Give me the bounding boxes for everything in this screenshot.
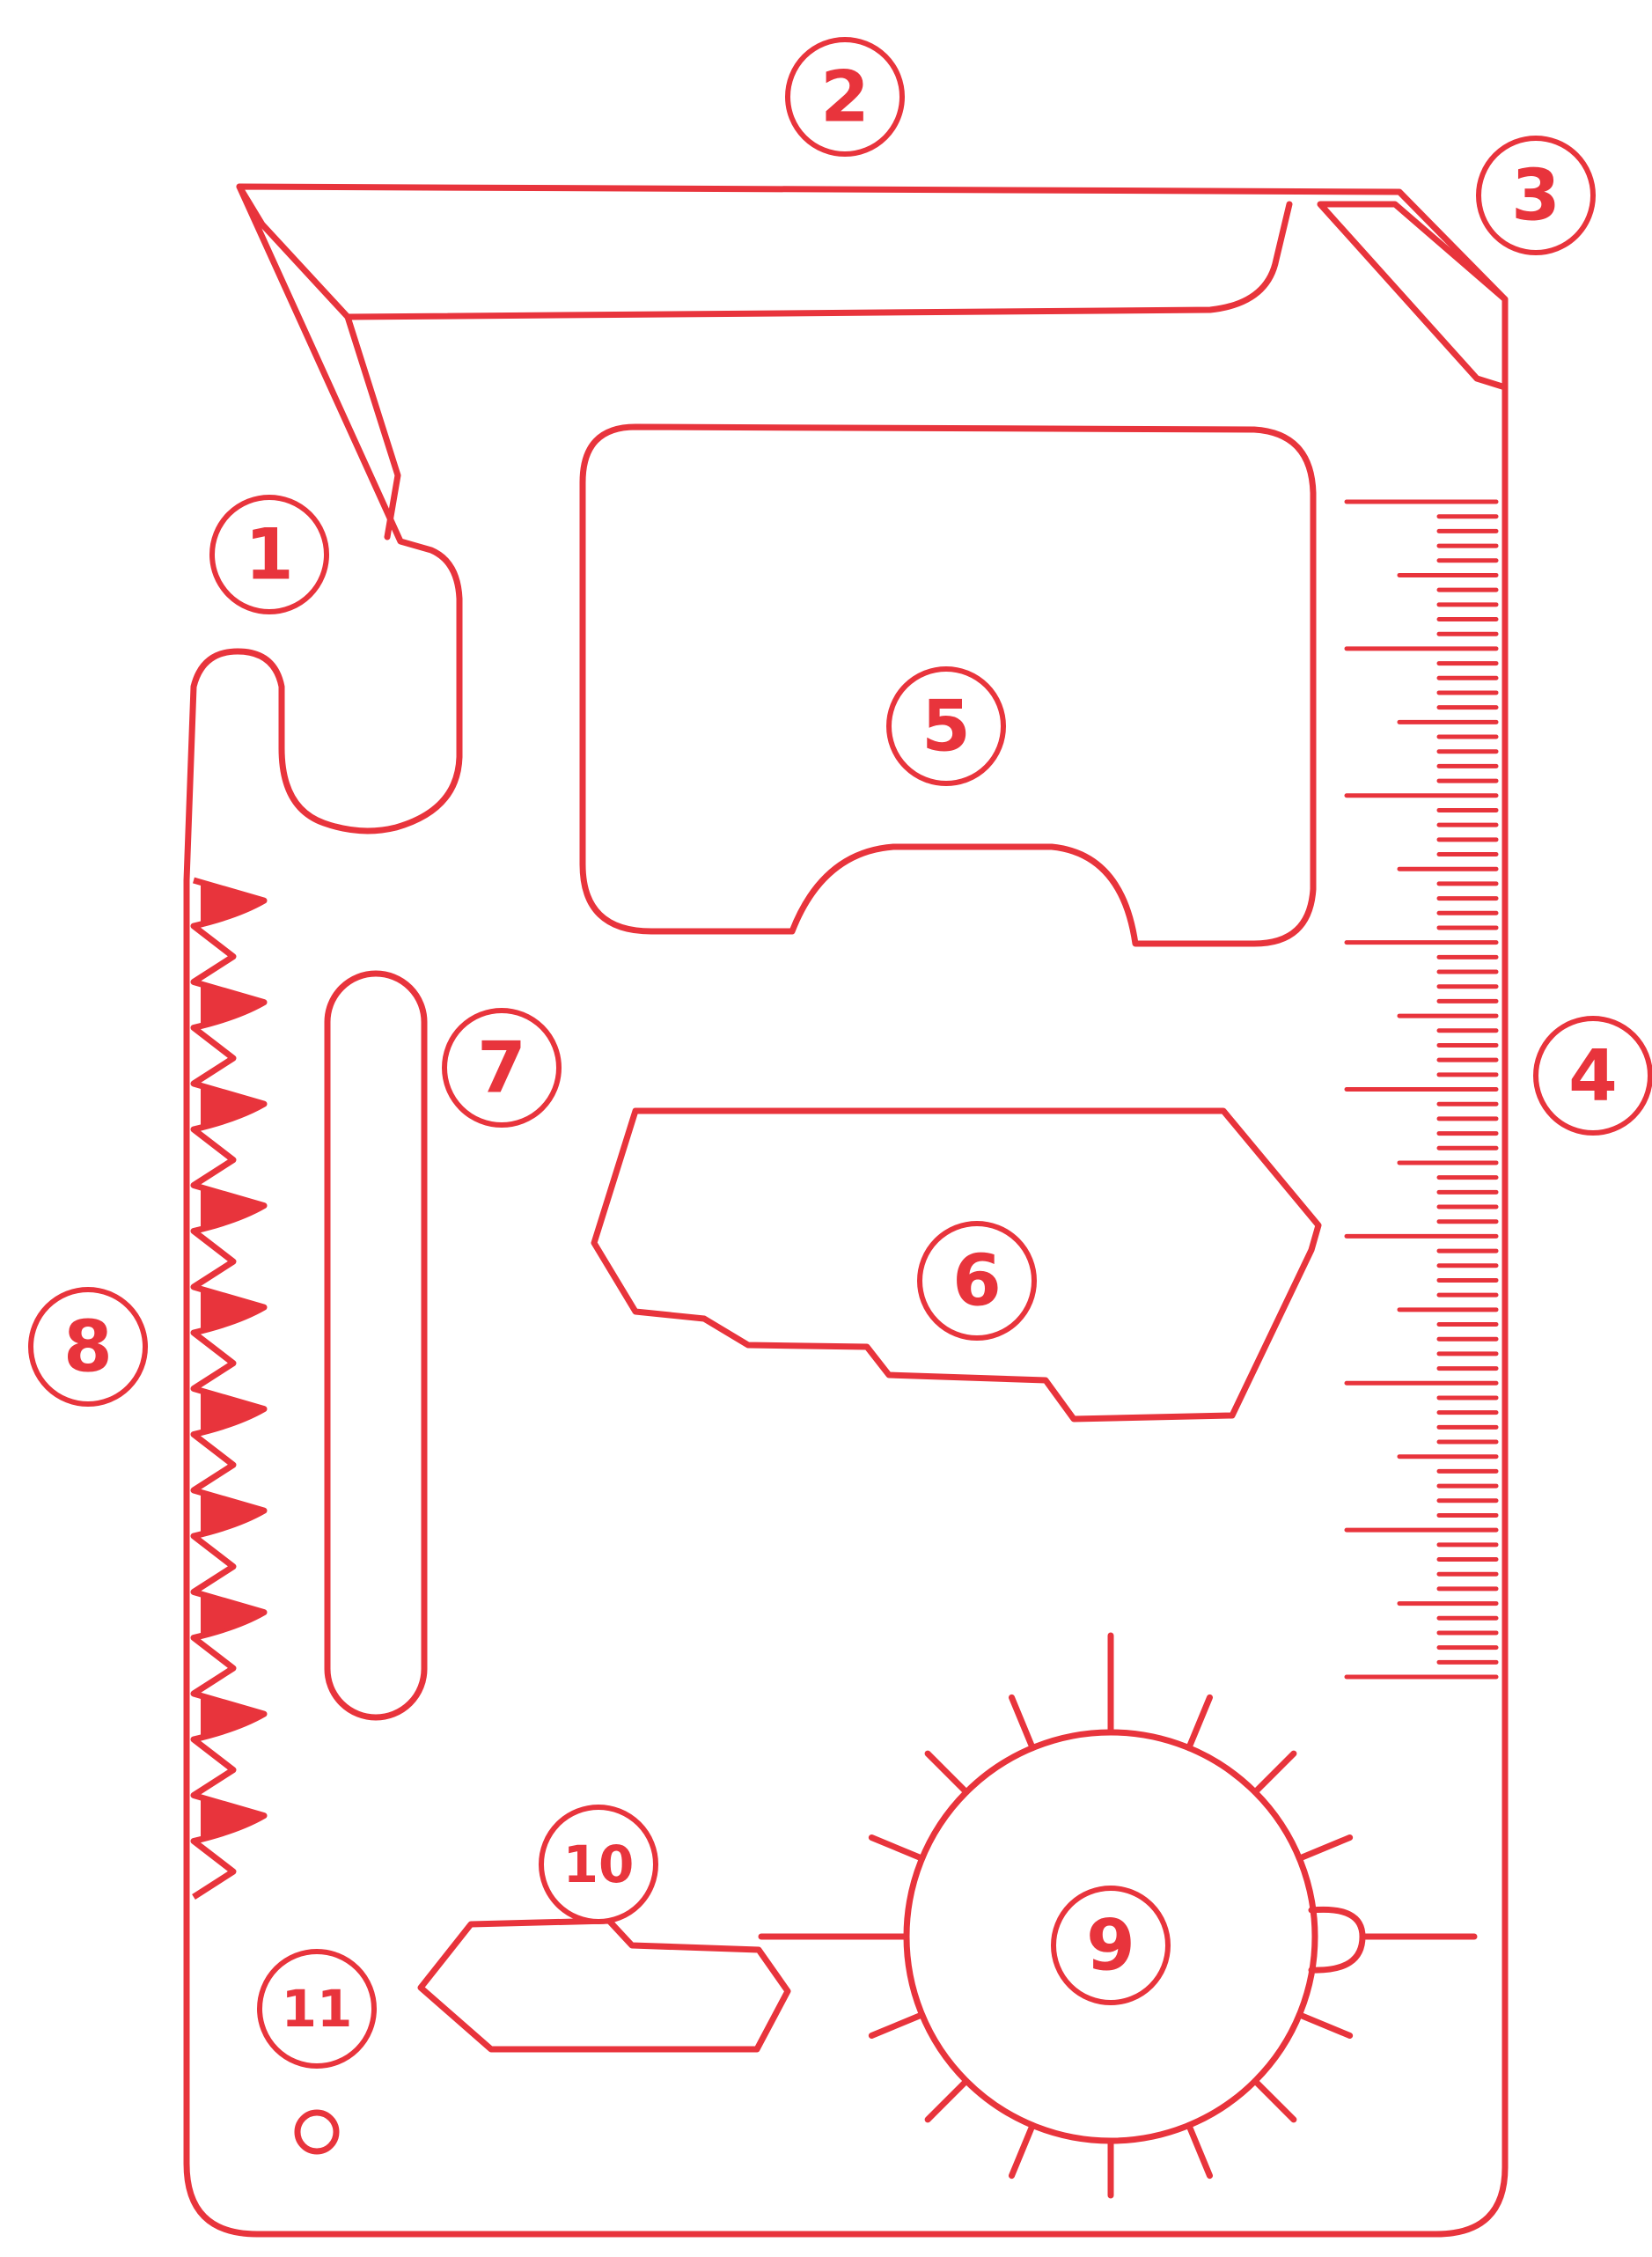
gear-spoke <box>1008 2121 1036 2180</box>
corner-bevel <box>1317 201 1509 391</box>
callout-number-9: 9 <box>1086 1905 1135 1987</box>
direction-gear-pointer <box>758 1906 1478 1974</box>
top-edge-tool <box>344 201 1293 320</box>
saw-tooth <box>201 1698 264 1737</box>
callout-circle-8 <box>28 1287 148 1407</box>
callout-circle-2 <box>785 37 905 157</box>
gear-spoke <box>1252 1750 1297 1796</box>
gear-spoke <box>1296 1834 1354 1862</box>
saw-tooth <box>201 1495 264 1533</box>
saw-tooth <box>201 1800 264 1839</box>
gear-spoke <box>1252 2077 1297 2123</box>
bottle-opener-window <box>579 423 1317 947</box>
saw-tooth <box>201 1393 264 1432</box>
callout-number-8: 8 <box>63 1306 113 1388</box>
saw-tooth <box>201 1190 264 1229</box>
callout-circle-9 <box>1051 1886 1171 2005</box>
lanyard-hole <box>294 2109 340 2155</box>
callout-circle-7 <box>442 1008 562 1128</box>
gear-spoke <box>1186 1694 1214 1752</box>
callout-number-7: 7 <box>477 1027 526 1109</box>
saw-tooth <box>201 987 264 1026</box>
callout-circle-6 <box>917 1221 1037 1341</box>
callout-number-6: 6 <box>952 1240 1002 1322</box>
gear-spoke <box>924 2077 970 2123</box>
callout-number-5: 5 <box>921 686 971 768</box>
gear-spoke <box>1008 1694 1036 1752</box>
gear-spoke <box>924 1750 970 1796</box>
callout-circle-3 <box>1476 136 1596 255</box>
saw-edge <box>190 877 268 1900</box>
blade-window <box>591 1107 1322 1423</box>
saw-teeth-outline <box>190 877 268 1900</box>
callout-number-10: 10 <box>563 1834 635 1894</box>
callout-number-4: 4 <box>1568 1035 1618 1117</box>
callout-circle-11 <box>257 1949 377 2069</box>
callout-number-11: 11 <box>282 1979 353 2039</box>
ruler <box>1344 499 1499 1680</box>
saw-tooth <box>201 1597 264 1636</box>
callout-number-1: 1 <box>245 514 294 596</box>
callout-labels: 1 2 3 4 5 6 7 8 9 10 11 <box>28 37 1652 2069</box>
direction-gear <box>758 1632 1478 2199</box>
callout-circle-1 <box>209 495 329 614</box>
callout-circle-4 <box>1533 1016 1652 1136</box>
saw-tooth <box>201 1088 264 1127</box>
hex-wrench-window <box>417 1917 791 2053</box>
callout-number-2: 2 <box>820 56 870 138</box>
gear-spoke <box>1186 2121 1214 2180</box>
gear-spoke <box>868 1834 926 1862</box>
callout-circle-10 <box>539 1805 658 1924</box>
callout-circle-5 <box>886 666 1006 786</box>
saw-tooth <box>201 1291 264 1330</box>
gear-spoke <box>868 2011 926 2040</box>
gear-spoke <box>1296 2011 1354 2040</box>
screwdriver-slot <box>324 970 428 1721</box>
card-outline <box>183 183 1509 2238</box>
callout-number-3: 3 <box>1511 155 1560 237</box>
saw-tooth <box>201 885 264 923</box>
wrench-blade <box>236 183 401 540</box>
